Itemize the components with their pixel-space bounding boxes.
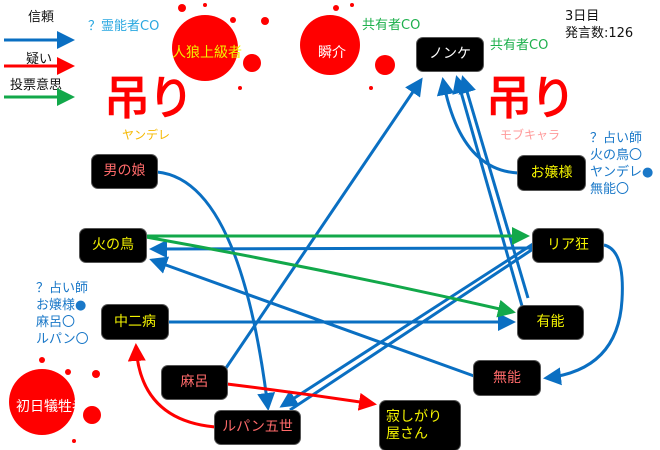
blood-splatter <box>9 369 75 435</box>
node-ojousama[interactable]: お嬢様 <box>518 156 585 190</box>
node-chuunibyou[interactable]: 中二病 <box>102 305 168 339</box>
edge-vote-hinotori-yuunou <box>145 235 516 318</box>
seer-line: ？占い師 <box>36 281 89 296</box>
hanged-mark: 吊り <box>104 71 194 125</box>
node-label: 男の娘 <box>103 163 146 179</box>
node-label: 瞬介 <box>318 45 346 61</box>
seer-line: 麻呂〇 <box>36 315 76 330</box>
seer-line: ヤンデレ● <box>590 165 654 180</box>
node-yuunou[interactable]: 有能 <box>518 306 583 339</box>
legend-vote-label: 投票意思 <box>10 78 63 93</box>
seer-line: ルパン〇 <box>36 332 89 347</box>
node-label: 火の鳥 <box>92 237 134 253</box>
node-shonichi[interactable]: 初日犠牲者 <box>4 390 98 424</box>
edge-trust-maro-nonke <box>224 77 423 369</box>
node-label: 中二病 <box>114 313 156 330</box>
legend-trust-label: 信頼 <box>28 10 55 25</box>
hanged-mark: 吊り <box>486 71 576 125</box>
seer-result-right: ？占い師 火の鳥〇 ヤンデレ● 無能〇 <box>590 130 653 198</box>
mason-co-note: 共有者CO <box>490 38 549 53</box>
post-count: 発言数:126 <box>565 26 634 41</box>
edge-trust-ojousama-nonke <box>436 77 519 175</box>
hanged-player: モブキャラ <box>500 128 561 142</box>
edge-trust-munou-hinotori <box>149 256 475 378</box>
node-label: 人狼上級者 <box>172 45 242 61</box>
day-label: 3日目 <box>565 9 600 24</box>
seer-line: 火の鳥〇 <box>590 148 643 163</box>
node-munou[interactable]: 無能 <box>474 361 540 395</box>
edge-trust-riakyo-nonke <box>458 75 530 299</box>
node-nonke[interactable]: ノンケ <box>417 38 483 71</box>
node-label: ノンケ <box>429 46 471 62</box>
node-label: お嬢様 <box>530 164 573 181</box>
node-lupin[interactable]: ルパン五世 <box>215 411 300 444</box>
node-shunsuke[interactable]: 瞬介 <box>302 37 362 70</box>
seer-line: ？占い師 <box>590 131 643 146</box>
node-maro[interactable]: 麻呂 <box>162 366 227 399</box>
edge-trust-yuunou-nonke <box>452 75 524 307</box>
node-label: ルパン五世 <box>222 419 293 435</box>
edge-doubt-lupin-chuunibyou <box>127 343 216 429</box>
mason-co-note: 共有者CO <box>362 18 421 33</box>
seer-line: 無能〇 <box>590 182 630 197</box>
blood-splatter <box>300 15 360 75</box>
node-otokonoko[interactable]: 男の娘 <box>92 155 157 188</box>
seer-result-left: ？占い師 お嬢様● 麻呂〇 ルパン〇 <box>36 280 89 348</box>
edge-trust-riakyo-lupin-2 <box>289 247 534 412</box>
node-label: リア狂 <box>547 237 589 253</box>
node-label: 有能 <box>536 314 565 330</box>
edge-trust-riakyo-munou <box>543 243 624 386</box>
node-hinotori[interactable]: 火の鳥 <box>80 229 146 262</box>
node-label: 無能 <box>493 369 521 386</box>
medium-co-note: ？霊能者CO <box>88 19 160 34</box>
node-label: 寂しがり屋さん <box>386 408 442 442</box>
hanged-player: ヤンデレ <box>122 128 171 142</box>
edge-trust-riakyo-lupin <box>279 242 534 408</box>
node-jinrou[interactable]: 人狼上級者 <box>160 37 254 70</box>
blood-splatter <box>172 15 238 81</box>
seer-line: お嬢様● <box>36 298 87 313</box>
node-riakyo[interactable]: リア狂 <box>533 229 603 262</box>
node-sabishigari[interactable]: 寂しがり屋さん <box>380 401 460 450</box>
edge-doubt-maro-sabishigari <box>226 382 377 411</box>
node-label: 初日犠牲者 <box>16 398 86 415</box>
node-label: 麻呂 <box>180 374 209 390</box>
legend-doubt-label: 疑い <box>26 52 53 67</box>
